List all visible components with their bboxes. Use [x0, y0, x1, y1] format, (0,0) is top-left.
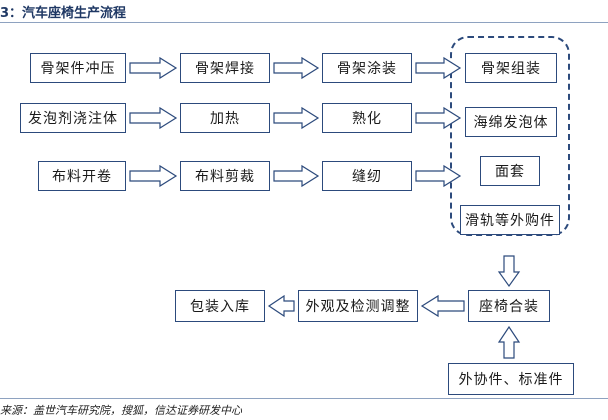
fabric-unroll-box: 布料开卷 [38, 161, 126, 191]
sponge-foam-box: 海绵发泡体 [465, 107, 557, 137]
arrow-right-icon [415, 106, 462, 130]
fabric-cutting-box: 布料剪裁 [180, 161, 270, 191]
stamping-box: 骨架件冲压 [30, 53, 126, 83]
arrow-right-icon [129, 164, 178, 188]
coating-box: 骨架涂装 [322, 53, 412, 83]
seat-assembly-box: 座椅合装 [468, 290, 550, 322]
heating-box: 加热 [180, 103, 270, 133]
footer-divider [0, 398, 608, 399]
arrow-right-icon [415, 56, 462, 80]
foam-pouring-box: 发泡剂浇注体 [20, 103, 126, 133]
frame-assembly-box: 骨架组装 [465, 53, 557, 83]
arrow-right-icon [273, 164, 320, 188]
arrow-up-icon [497, 325, 521, 359]
component-group-border [450, 36, 570, 236]
arrow-right-icon [415, 164, 462, 188]
standard-parts-box: 外协件、标准件 [448, 363, 574, 395]
source-note: 来源：盖世汽车研究院，搜狐，信达证券研发中心 [0, 404, 242, 417]
arrow-right-icon [129, 56, 178, 80]
inspection-box: 外观及检测调整 [298, 290, 418, 322]
curing-box: 熟化 [322, 103, 412, 133]
seat-cover-box: 面套 [480, 156, 540, 186]
arrow-left-icon [420, 294, 465, 318]
title-divider [0, 22, 608, 23]
arrow-right-icon [129, 106, 178, 130]
arrow-left-icon [267, 294, 295, 318]
arrow-right-icon [273, 56, 320, 80]
figure-title: 3：汽车座椅生产流程 [0, 6, 127, 21]
arrow-down-icon [497, 255, 521, 288]
welding-box: 骨架焊接 [180, 53, 270, 83]
packing-box: 包装入库 [175, 290, 265, 322]
sewing-box: 缝纫 [322, 161, 412, 191]
arrow-right-icon [273, 106, 320, 130]
purchased-parts-box: 滑轨等外购件 [460, 205, 560, 235]
